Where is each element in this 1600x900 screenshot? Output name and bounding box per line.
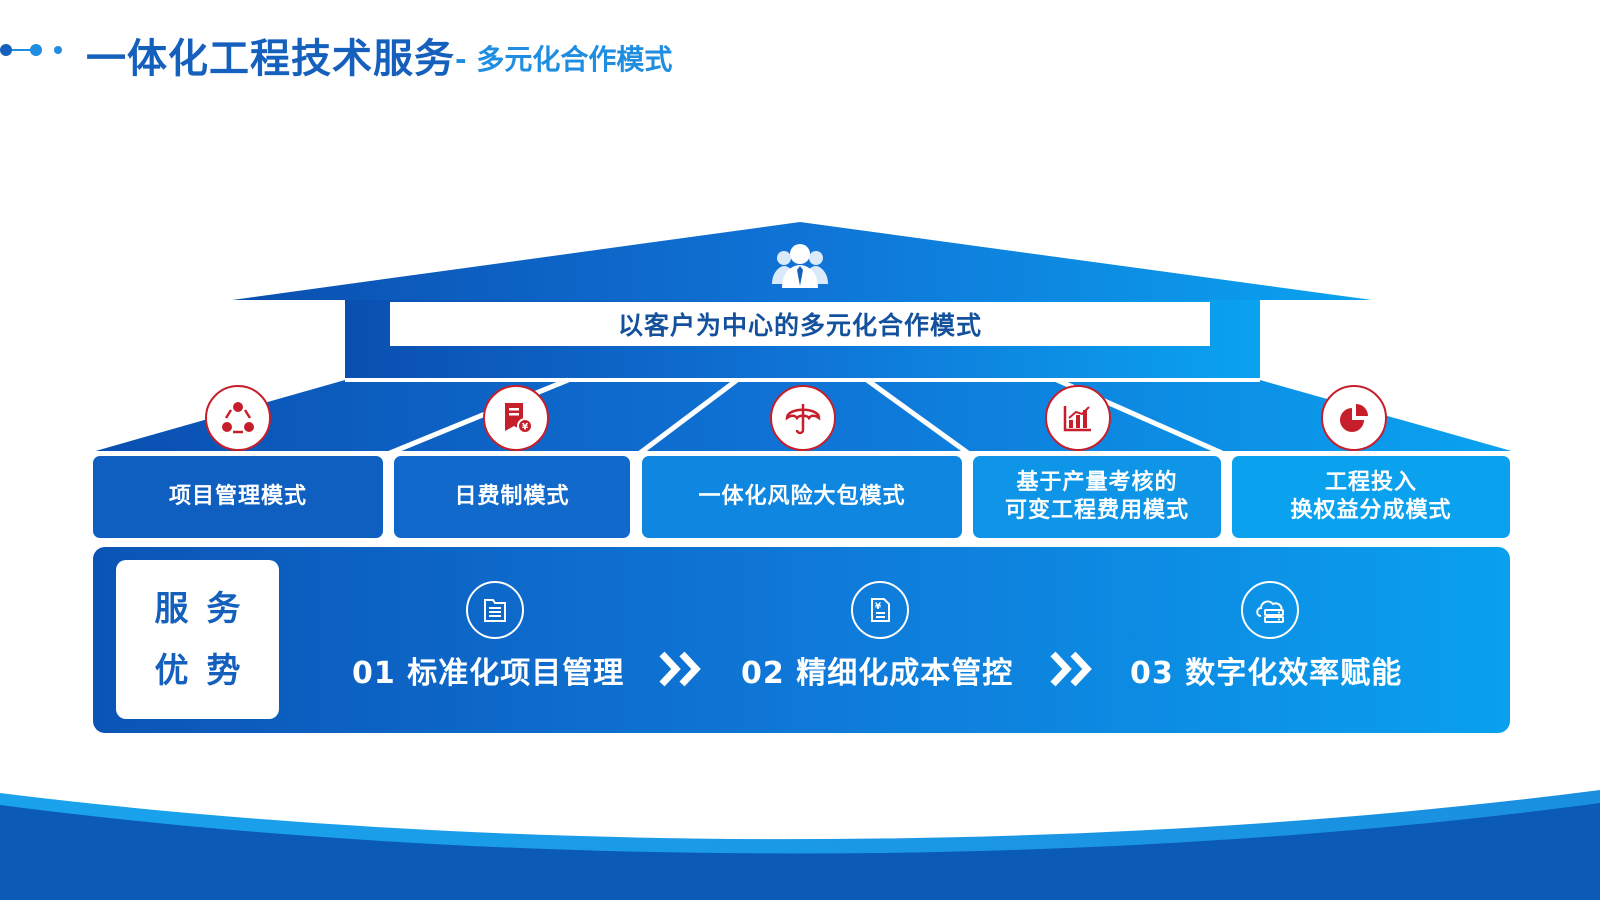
mode-label-line1: 基于产量考核的 <box>1016 470 1178 495</box>
umbrella-icon <box>770 385 836 451</box>
mode-label: 一体化风险大包模式 <box>698 484 906 509</box>
advantage-standardized-management: 01 标准化项目管理 <box>352 656 625 691</box>
mode-integrated-risk: 一体化风险大包模式 <box>642 456 962 538</box>
chevron-right-icon <box>659 651 701 687</box>
invoice-yuan-icon: ¥ <box>483 385 549 451</box>
customer-group-icon <box>772 244 828 288</box>
service-advantages-label: 服务 优势 <box>116 560 279 719</box>
document-folder-icon <box>466 581 524 639</box>
advantage-refined-cost-control: 02 精细化成本管控 <box>741 656 1014 691</box>
svg-text:¥: ¥ <box>522 423 529 433</box>
cycle-network-icon <box>205 385 271 451</box>
customer-centric-banner: 以客户为中心的多元化合作模式 <box>390 302 1210 346</box>
pie-chart-icon <box>1321 385 1387 451</box>
mode-label-line2: 可变工程费用模式 <box>1004 498 1189 523</box>
svg-text:¥: ¥ <box>875 602 882 612</box>
header-dots-decoration <box>0 44 62 56</box>
mode-variable-fee: 基于产量考核的 可变工程费用模式 <box>973 456 1221 538</box>
mode-equity-share: 工程投入 换权益分成模式 <box>1232 456 1510 538</box>
cloud-server-icon <box>1241 581 1299 639</box>
mode-day-rate: 日费制模式 <box>394 456 630 538</box>
mode-project-management: 项目管理模式 <box>93 456 383 538</box>
yuan-document-icon: ¥ <box>851 581 909 639</box>
chevron-right-icon <box>1050 651 1092 687</box>
bar-chart-icon <box>1045 385 1111 451</box>
mode-label: 项目管理模式 <box>168 484 307 509</box>
label-line1: 服务 <box>154 588 259 629</box>
label-line2: 优势 <box>154 650 259 691</box>
page-title: 一体化工程技术服务 <box>86 36 455 82</box>
mode-label-line2: 换权益分成模式 <box>1290 498 1452 523</box>
mode-label: 日费制模式 <box>454 484 570 509</box>
service-advantages-panel <box>93 547 1510 733</box>
advantage-digital-efficiency: 03 数字化效率赋能 <box>1130 656 1403 691</box>
mode-label-line1: 工程投入 <box>1324 470 1417 495</box>
page-subtitle: - 多元化合作模式 <box>455 43 673 76</box>
